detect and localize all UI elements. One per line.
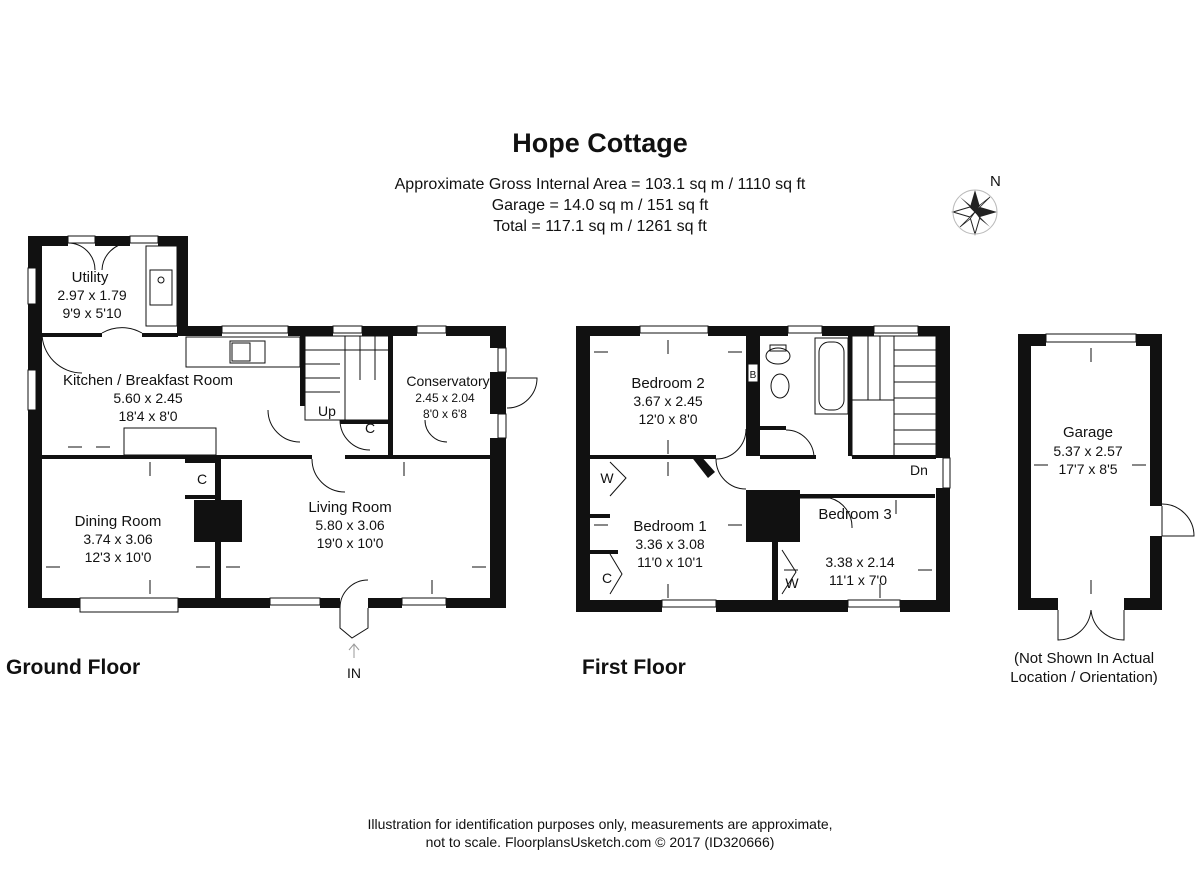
room-imperial-bedroom3: 11'1 x 7'0 bbox=[829, 572, 887, 588]
garage-location-note: (Not Shown In Actual Location / Orientat… bbox=[994, 649, 1174, 687]
boiler-label: B bbox=[750, 370, 757, 381]
stairs-down-label: Dn bbox=[910, 462, 928, 478]
plan-title: Hope Cottage bbox=[512, 128, 688, 158]
cupboard-label-ground-hall: C bbox=[365, 420, 375, 436]
room-imperial-garage: 17'7 x 8'5 bbox=[1058, 461, 1117, 477]
room-metric-dining: 3.74 x 3.06 bbox=[83, 531, 152, 547]
ground-floor-label: Ground Floor bbox=[6, 656, 141, 679]
cupboard-label-ground-dining: C bbox=[197, 471, 207, 487]
room-metric-garage: 5.37 x 2.57 bbox=[1053, 443, 1122, 459]
room-metric-bedroom2: 3.67 x 2.45 bbox=[633, 393, 702, 409]
room-name-conservatory: Conservatory bbox=[406, 373, 489, 389]
room-imperial-bedroom2: 12'0 x 8'0 bbox=[638, 411, 697, 427]
compass-north-label: N bbox=[990, 173, 1001, 190]
room-name-living: Living Room bbox=[308, 499, 391, 516]
room-metric-utility: 2.97 x 1.79 bbox=[57, 287, 126, 303]
first-floor-label: First Floor bbox=[582, 656, 686, 679]
room-imperial-bedroom1: 11'0 x 10'1 bbox=[637, 554, 703, 570]
footer-disclaimer-line2: not to scale. FloorplansUsketch.com © 20… bbox=[425, 834, 775, 850]
garage-note-line1: (Not Shown In Actual bbox=[1013, 650, 1155, 667]
cupboard-label-bedroom1: C bbox=[602, 570, 612, 586]
room-imperial-kitchen: 18'4 x 8'0 bbox=[118, 408, 177, 424]
room-metric-bedroom3: 3.38 x 2.14 bbox=[825, 554, 894, 570]
entrance-label: IN bbox=[347, 665, 361, 681]
room-name-dining: Dining Room bbox=[75, 513, 162, 530]
first-floor-windows bbox=[639, 325, 951, 608]
room-name-bedroom3: Bedroom 3 bbox=[818, 506, 891, 523]
ground-floor-fixtures bbox=[41, 242, 538, 639]
ground-floor-plan bbox=[28, 236, 506, 608]
ground-floor-windows bbox=[27, 235, 507, 613]
room-name-bedroom1: Bedroom 1 bbox=[633, 518, 706, 535]
first-floor-fixtures bbox=[609, 335, 937, 595]
garage-note-line2: Location / Orientation) bbox=[1010, 669, 1158, 686]
room-name-bedroom2: Bedroom 2 bbox=[631, 375, 704, 392]
room-metric-kitchen: 5.60 x 2.45 bbox=[113, 390, 182, 406]
entrance-arrow-icon bbox=[348, 643, 360, 658]
stairs-up-label: Up bbox=[318, 403, 336, 419]
room-imperial-conservatory: 8'0 x 6'8 bbox=[423, 407, 467, 421]
area-garage: Garage = 14.0 sq m / 151 sq ft bbox=[491, 197, 709, 214]
room-name-garage: Garage bbox=[1063, 424, 1113, 441]
area-gross: Approximate Gross Internal Area = 103.1 … bbox=[394, 176, 806, 193]
garage-plan bbox=[1018, 334, 1162, 610]
room-imperial-utility: 9'9 x 5'10 bbox=[62, 305, 121, 321]
room-imperial-dining: 12'3 x 10'0 bbox=[85, 549, 152, 565]
wardrobe-label-bedroom3: W bbox=[785, 575, 799, 591]
compass-icon bbox=[951, 189, 998, 236]
room-metric-conservatory: 2.45 x 2.04 bbox=[415, 391, 475, 405]
room-imperial-living: 19'0 x 10'0 bbox=[317, 535, 384, 551]
room-metric-living: 5.80 x 3.06 bbox=[315, 517, 384, 533]
first-floor-dimension-arrows bbox=[594, 340, 932, 598]
room-name-kitchen: Kitchen / Breakfast Room bbox=[63, 372, 233, 389]
footer-disclaimer-line1: Illustration for identification purposes… bbox=[367, 816, 833, 832]
garage-openings bbox=[1034, 333, 1195, 641]
wardrobe-label-bedroom1: W bbox=[600, 470, 614, 486]
room-name-utility: Utility bbox=[72, 269, 109, 286]
room-metric-bedroom1: 3.36 x 3.08 bbox=[635, 536, 704, 552]
area-total: Total = 117.1 sq m / 1261 sq ft bbox=[493, 218, 707, 235]
ground-floor-dimension-arrows bbox=[46, 446, 486, 594]
